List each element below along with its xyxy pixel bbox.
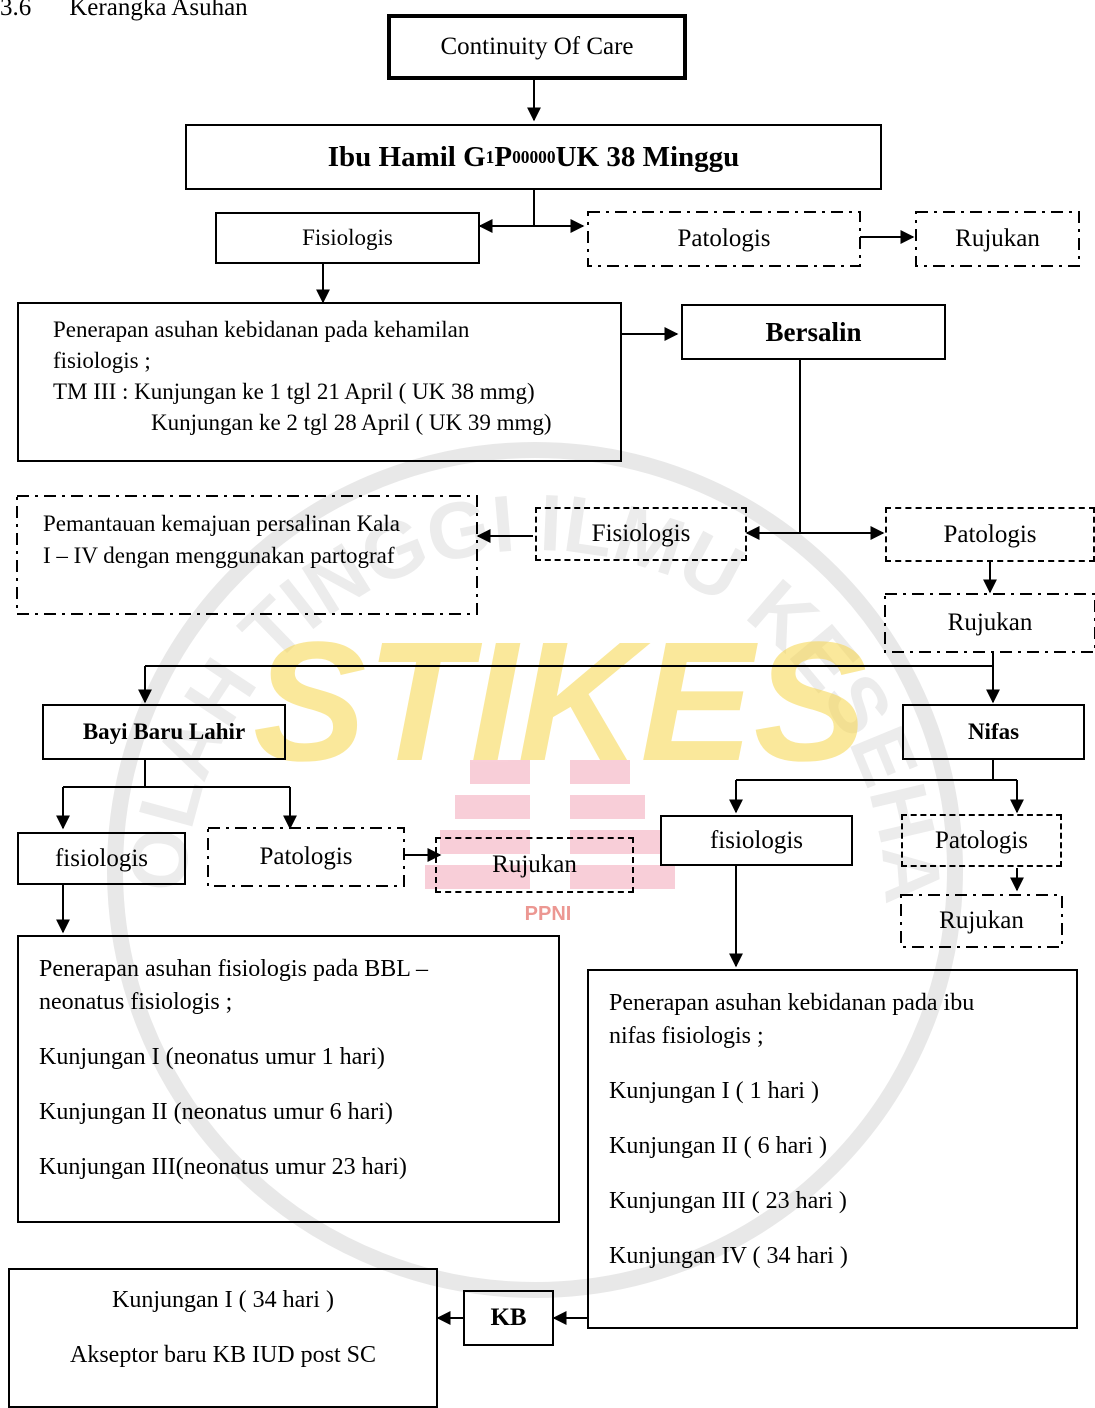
node-nifas: Nifas — [902, 704, 1085, 760]
ibu-sub-g: 1 — [485, 146, 495, 167]
outline-rujukan-1 — [915, 211, 1080, 267]
section-number: 3.6 — [0, 0, 32, 21]
node-continuity-of-care: Continuity Of Care — [387, 14, 687, 80]
nifas-kunjungan-4: Kunjungan IV ( 34 hari ) — [609, 1243, 848, 1269]
nifas-line-2: nifas fisiologis ; — [609, 1023, 764, 1049]
nifas-line-1: Penerapan asuhan kebidanan pada ibu — [609, 990, 975, 1016]
node-rujukan-2: Rujukan — [947, 609, 1033, 636]
node-bayi-baru-lahir: Bayi Baru Lahir — [42, 704, 286, 760]
node-fisiologis-1: Fisiologis — [215, 212, 480, 264]
node-asuhan-kehamilan: Penerapan asuhan kebidanan pada kehamila… — [17, 302, 622, 462]
bbl-kunjungan-3: Kunjungan III(neonatus umur 23 hari) — [39, 1154, 407, 1180]
kehamilan-line-3: TM III : Kunjungan ke 1 tgl 21 April ( U… — [53, 379, 535, 404]
ibu-prefix: Ibu Hamil G — [327, 140, 486, 173]
ibu-sub-p: 00000 — [512, 146, 556, 167]
kehamilan-line-1: Penerapan asuhan kebidanan pada kehamila… — [53, 317, 470, 342]
node-asuhan-bbl: Penerapan asuhan fisiologis pada BBL – n… — [17, 935, 560, 1223]
nifas-kunjungan-3: Kunjungan III ( 23 hari ) — [609, 1188, 847, 1214]
node-patologis-nifas: Patologis — [901, 814, 1062, 867]
outline-pemantauan — [16, 495, 478, 615]
ibu-mid: P — [494, 140, 513, 173]
node-kb-detail: Kunjungan I ( 34 hari ) Akseptor baru KB… — [8, 1268, 438, 1408]
nifas-kunjungan-1: Kunjungan I ( 1 hari ) — [609, 1078, 819, 1104]
node-patologis-bbl: Patologis — [259, 843, 353, 870]
kb-detail-line-2: Akseptor baru KB IUD post SC — [70, 1342, 376, 1368]
kb-detail-line-1: Kunjungan I ( 34 hari ) — [112, 1287, 334, 1313]
node-rujukan-1: Rujukan — [955, 225, 1040, 252]
node-patologis-1: Patologis — [677, 225, 771, 252]
node-rujukan-bbl: Rujukan — [435, 837, 634, 893]
node-pemantauan: Pemantauan kemajuan persalinan Kala I – … — [17, 496, 477, 614]
kehamilan-line-2: fisiologis ; — [53, 348, 151, 373]
section-heading: 3.6 Kerangka Asuhan — [0, 0, 248, 22]
node-bersalin: Bersalin — [681, 304, 946, 360]
outline-patologis-1 — [587, 211, 861, 267]
bbl-kunjungan-2: Kunjungan II (neonatus umur 6 hari) — [39, 1099, 393, 1125]
outline-rujukan-2 — [884, 593, 1095, 653]
node-fisiologis-nifas: fisiologis — [660, 815, 853, 866]
node-fisiologis-bbl: fisiologis — [17, 832, 186, 885]
pemantauan-line-1: Pemantauan kemajuan persalinan Kala — [43, 511, 400, 536]
bbl-line-1: Penerapan asuhan fisiologis pada BBL – — [39, 956, 429, 982]
node-kb: KB — [463, 1290, 554, 1346]
node-patologis-2: Patologis — [885, 507, 1095, 562]
node-rujukan-nifas: Rujukan — [939, 907, 1024, 934]
outline-patologis-bbl — [207, 827, 405, 887]
ibu-suffix: UK 38 Minggu — [555, 140, 740, 173]
pemantauan-line-2: I – IV dengan menggunakan partograf — [43, 543, 395, 568]
node-fisiologis-2: Fisiologis — [535, 507, 747, 561]
bbl-line-2: neonatus fisiologis ; — [39, 989, 233, 1015]
kehamilan-line-4: Kunjungan ke 2 tgl 28 April ( UK 39 mmg) — [151, 410, 552, 435]
node-asuhan-nifas: Penerapan asuhan kebidanan pada ibu nifa… — [587, 969, 1078, 1329]
section-title: Kerangka Asuhan — [69, 0, 248, 21]
nifas-kunjungan-2: Kunjungan II ( 6 hari ) — [609, 1133, 827, 1159]
bbl-kunjungan-1: Kunjungan I (neonatus umur 1 hari) — [39, 1044, 385, 1070]
